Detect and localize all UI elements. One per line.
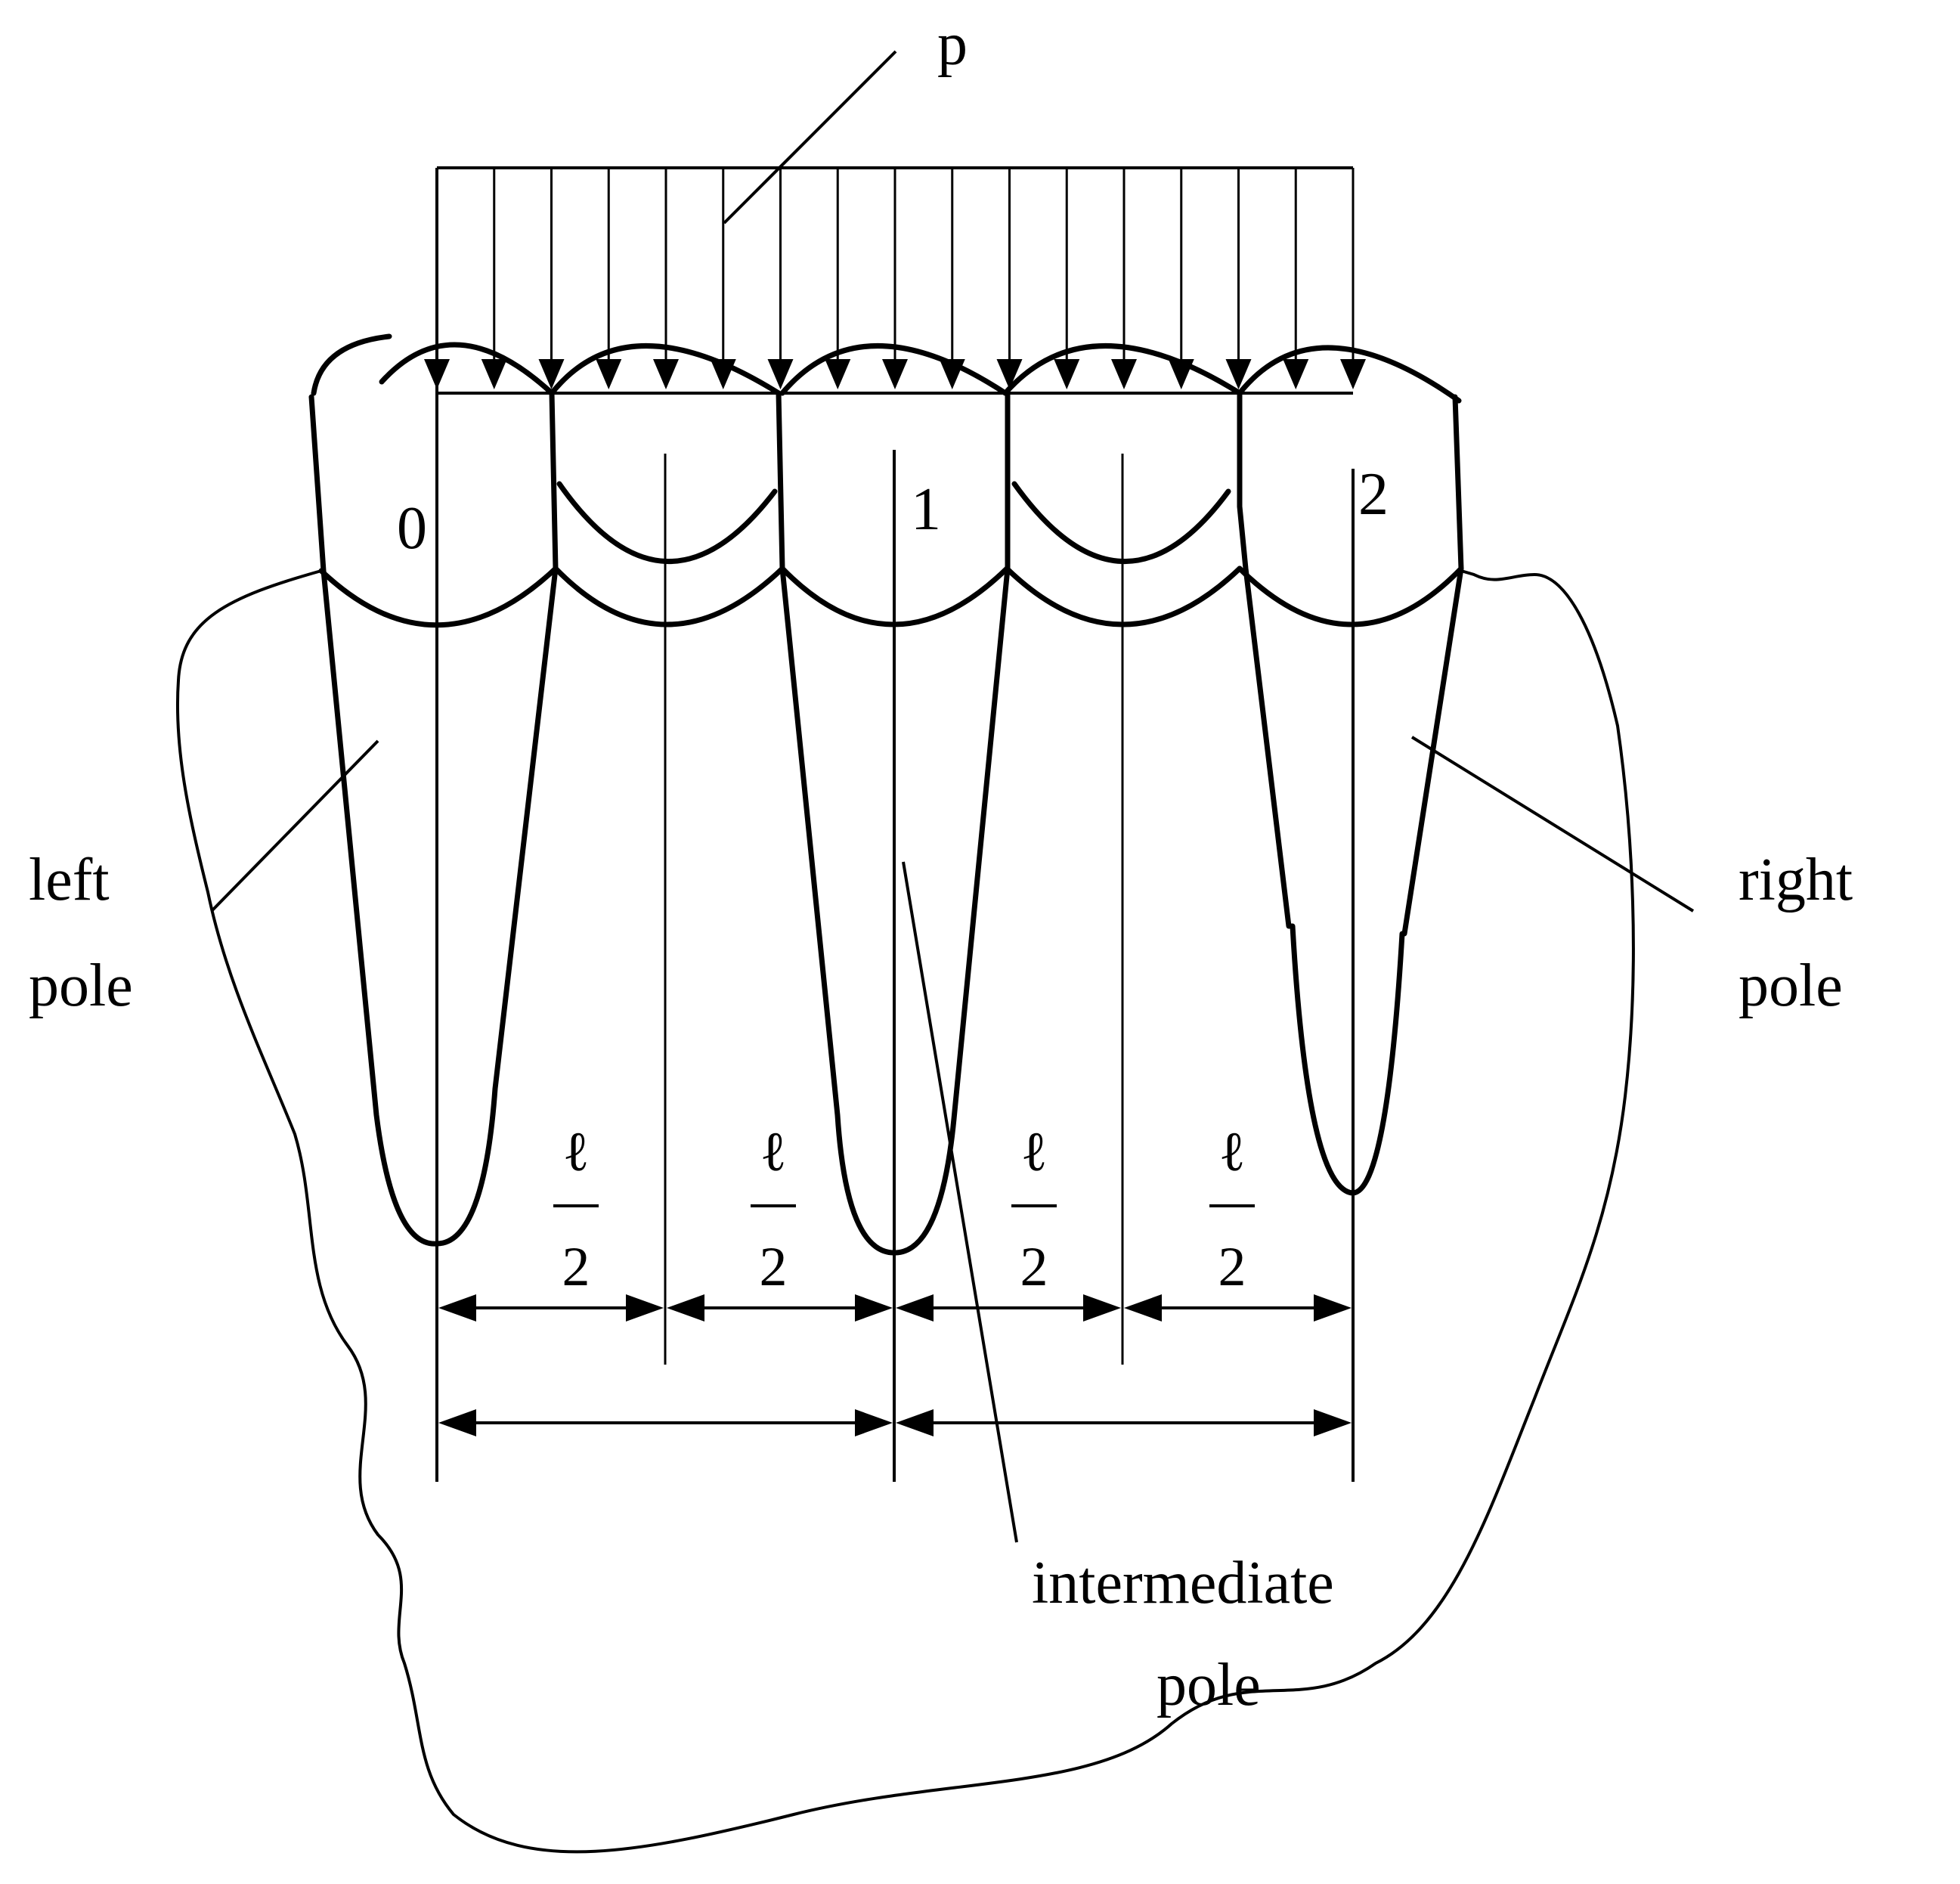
arch-crown-0 (311, 333, 392, 396)
load-arrow (1225, 168, 1252, 389)
dimension-lines (438, 1294, 1352, 1436)
load-arrow (939, 168, 965, 389)
right-pole-label-line1: right (1739, 847, 1853, 913)
load-arrow (767, 168, 794, 389)
left-pole-leader (210, 739, 379, 913)
half-span-dimension (438, 1294, 664, 1322)
arch-crown-5 (1237, 345, 1462, 404)
load-arrow (825, 168, 851, 389)
load-arrow (1168, 168, 1194, 389)
full-span-dimension (896, 1409, 1352, 1436)
load-arrow (653, 168, 679, 389)
arch-crown-3 (779, 343, 1008, 396)
pole-index-1: 1 (911, 476, 941, 543)
arch-crown-1 (379, 342, 555, 396)
half-span-fraction: ℓ2 (1011, 1121, 1057, 1298)
load-arrow (1111, 168, 1137, 389)
fraction-numerator: ℓ (562, 1121, 589, 1183)
lower-arch-1 (553, 566, 785, 627)
load-arrow (710, 168, 736, 389)
fraction-denominator: 2 (1020, 1236, 1048, 1298)
lower-arches (318, 566, 1464, 628)
fraction-numerator: ℓ (1218, 1121, 1245, 1183)
intermediate-pole-label-line2: pole (1156, 1652, 1261, 1718)
fraction-numerator: ℓ (1020, 1121, 1047, 1183)
load-label: p (937, 11, 968, 78)
fraction-denominator: 2 (760, 1236, 788, 1298)
load-arrow (596, 168, 622, 389)
load-arrows (424, 168, 1366, 389)
load-arrow (481, 168, 507, 389)
fraction-denominator: 2 (562, 1236, 590, 1298)
intermediate-pole-leader (902, 861, 1018, 1543)
distributed-load: p (424, 11, 1366, 395)
left-pole (308, 390, 559, 1247)
intermediate-pole-label-line1: intermediate (1032, 1550, 1334, 1616)
left-pole-label-line2: pole (29, 953, 133, 1019)
load-arrow (1283, 168, 1309, 389)
load-arrow (1340, 168, 1366, 389)
axis-lines (435, 168, 1355, 1482)
half-span-dimension (667, 1294, 893, 1322)
right-pole-leader (1410, 736, 1695, 913)
arch-crown-2 (549, 343, 782, 396)
pole-index-0: 0 (397, 495, 427, 562)
load-arrow (1054, 168, 1080, 389)
full-span-dimension (438, 1409, 893, 1436)
half-span-fraction: ℓ2 (751, 1121, 796, 1298)
arch-crown-4 (1002, 343, 1243, 396)
load-arrow (996, 168, 1023, 389)
right-pole (1237, 390, 1464, 1196)
right-pole-label-line2: pole (1739, 953, 1843, 1019)
lower-arch-4 (1237, 566, 1464, 627)
arch-crowns (311, 333, 1462, 404)
load-leader-line (723, 50, 897, 225)
load-arrow (538, 168, 565, 389)
half-span-fraction: ℓ2 (553, 1121, 599, 1298)
right-pole-outline (1237, 390, 1464, 1196)
load-arrow (882, 168, 908, 389)
half-span-dimension (1124, 1294, 1352, 1322)
inner-arch-1 (556, 481, 778, 565)
half-span-dimension (896, 1294, 1121, 1322)
left-pole-label-line1: left (29, 847, 110, 913)
left-pole-outline (308, 390, 559, 1247)
fraction-denominator: 2 (1218, 1236, 1246, 1298)
fraction-numerator: ℓ (760, 1121, 786, 1183)
half-span-fraction: ℓ2 (1209, 1121, 1255, 1298)
foundation-outline (175, 569, 1635, 1854)
pole-index-2: 2 (1358, 461, 1389, 528)
